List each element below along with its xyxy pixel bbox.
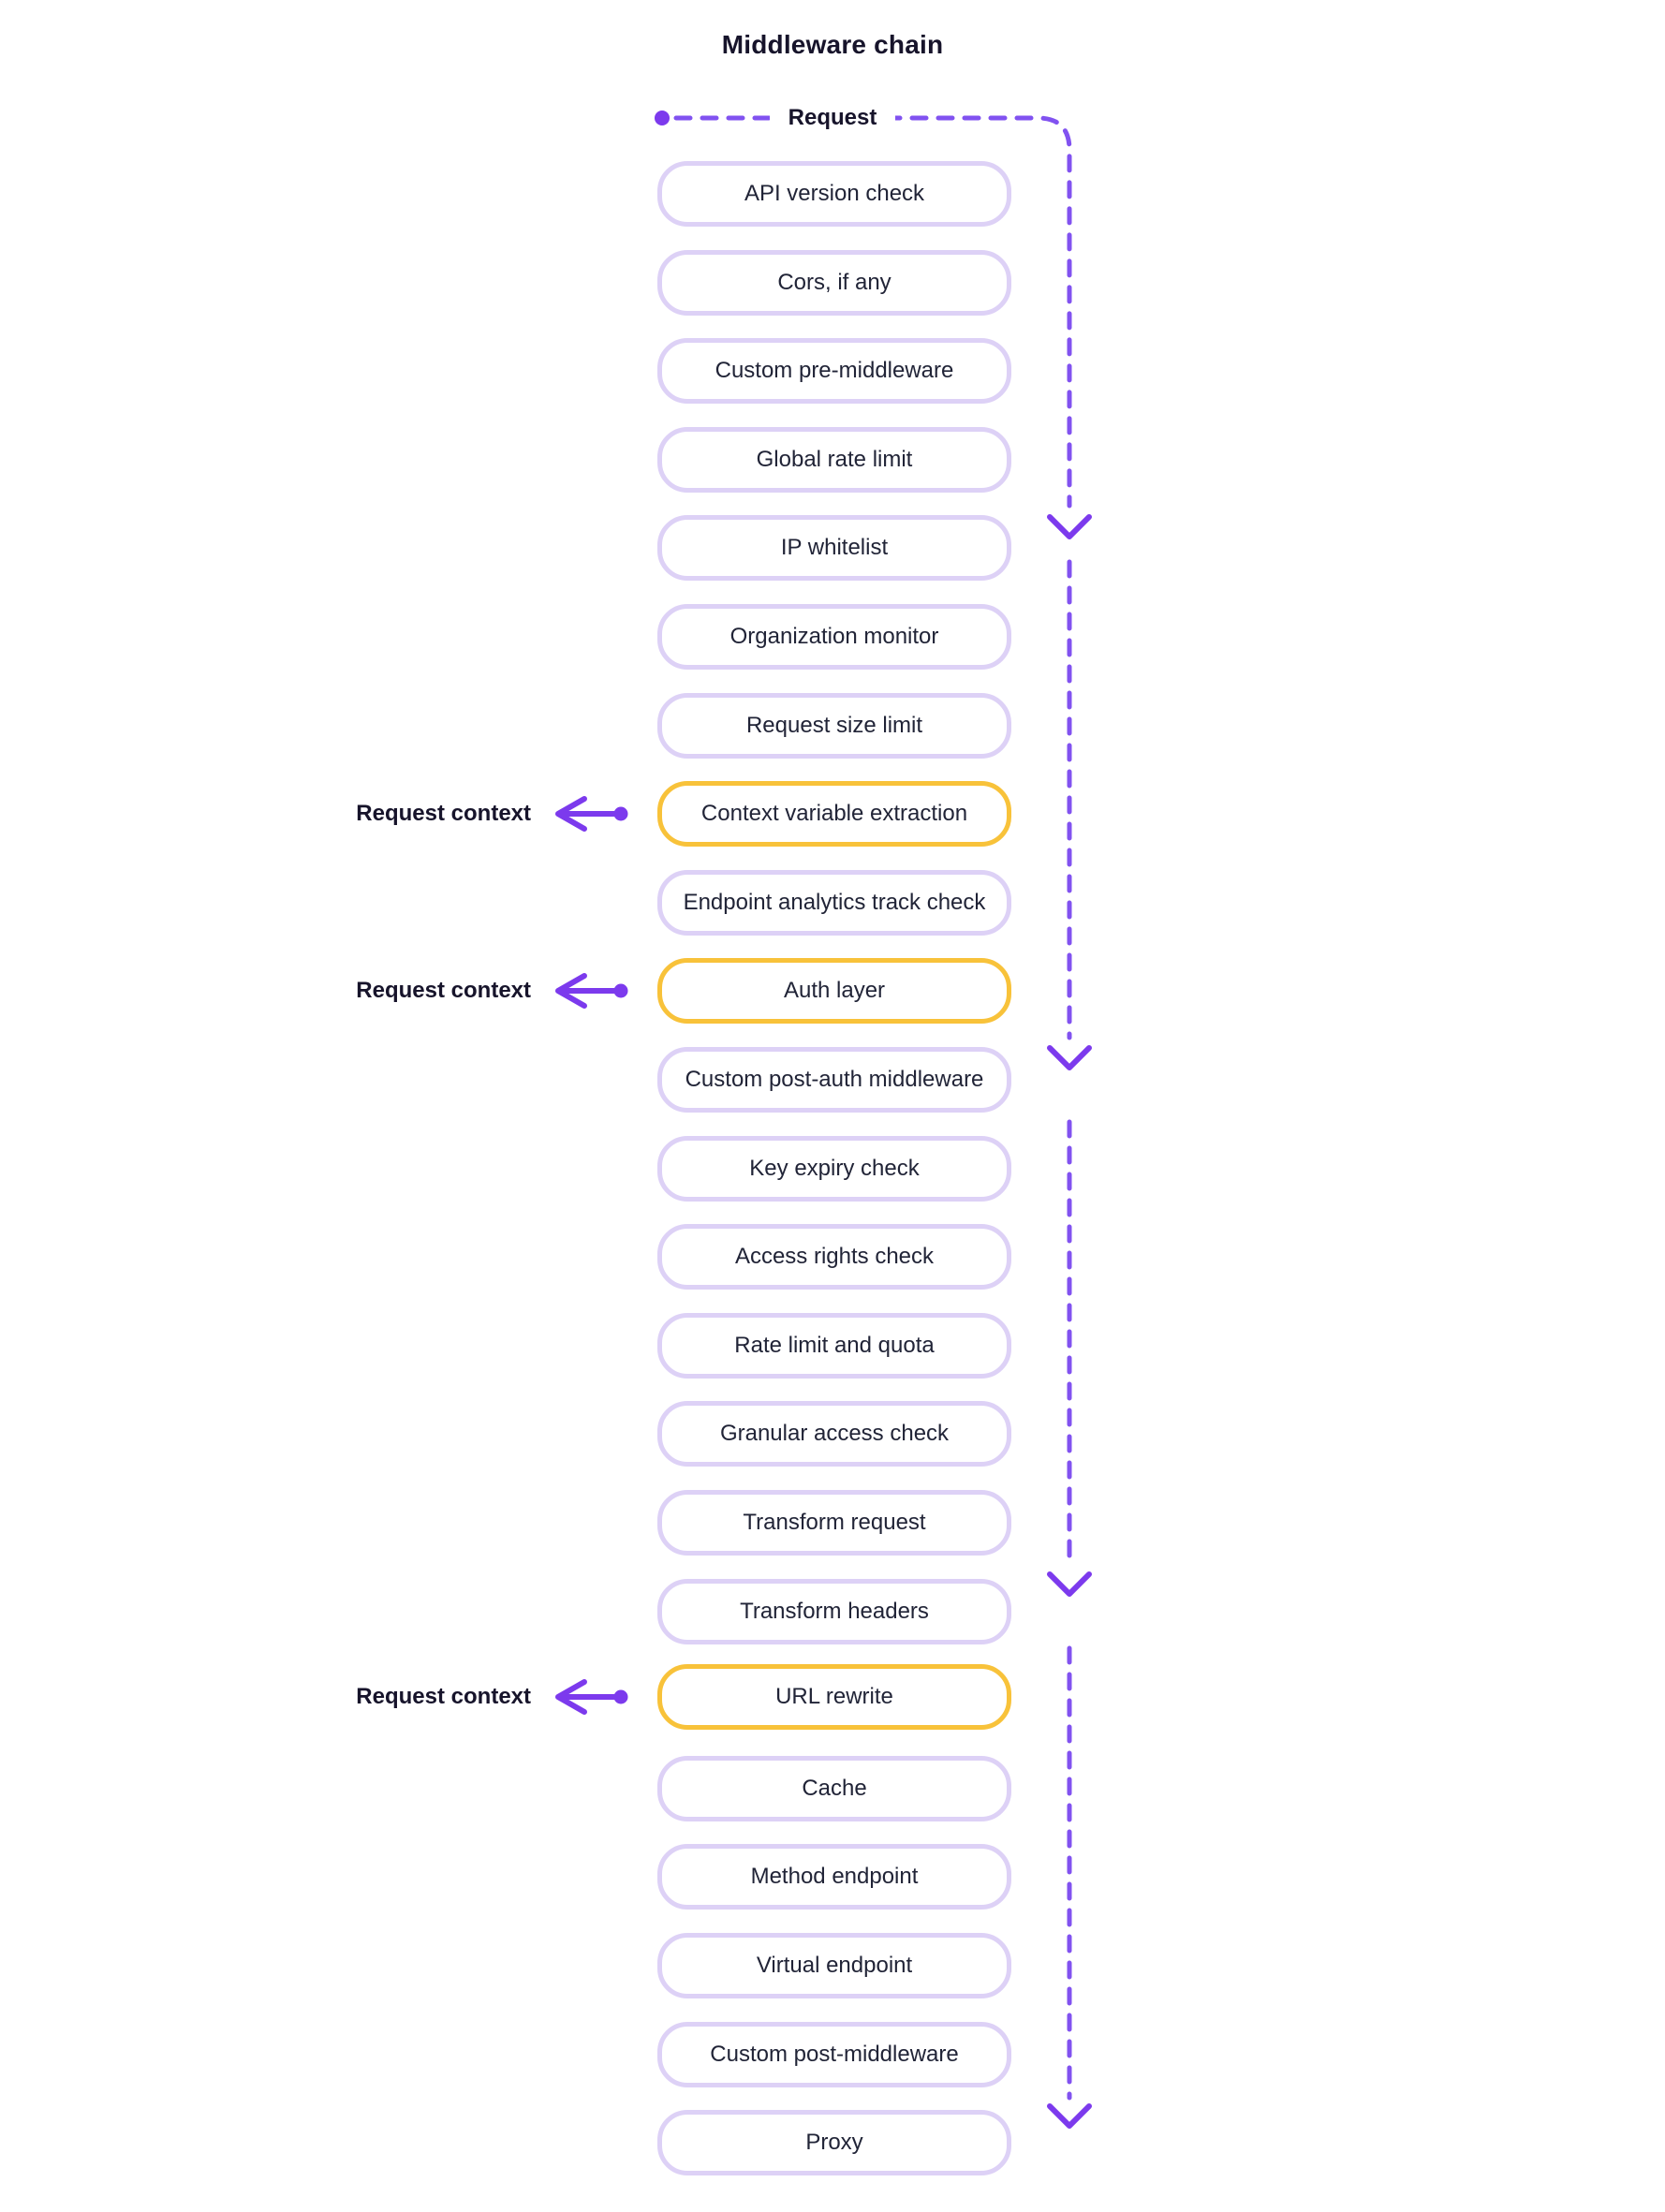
step-custom-pre-middleware: Custom pre-middleware [657,338,1011,404]
request-context-label: Request context [356,801,531,826]
step-organization-monitor: Organization monitor [657,604,1011,670]
step-cache: Cache [657,1756,1011,1821]
flow-start-dot [655,111,670,125]
step-proxy: Proxy [657,2110,1011,2175]
request-context-label: Request context [356,1684,531,1709]
step-api-version-check: API version check [657,161,1011,227]
down-arrow-icon [1047,1045,1092,1070]
step-access-rights-check: Access rights check [657,1224,1011,1290]
step-endpoint-analytics-track-check: Endpoint analytics track check [657,870,1011,936]
annotation-arrow [555,796,628,832]
step-key-expiry-check: Key expiry check [657,1136,1011,1202]
step-context-variable-extraction: Context variable extraction [657,781,1011,847]
left-arrow-icon [555,973,587,1009]
step-method-endpoint: Method endpoint [657,1844,1011,1910]
annotation-arrow [555,973,628,1009]
step-transform-request: Transform request [657,1490,1011,1556]
step-granular-access-check: Granular access check [657,1401,1011,1467]
step-request-size-limit: Request size limit [657,693,1011,759]
down-arrow-icon [1047,2103,1092,2129]
down-arrow-icon [1047,514,1092,539]
step-global-rate-limit: Global rate limit [657,427,1011,493]
left-arrow-icon [555,1679,587,1715]
request-context-label: Request context [356,978,531,1003]
down-arrow-icon [1047,1571,1092,1597]
step-virtual-endpoint: Virtual endpoint [657,1933,1011,1998]
page-title: Middleware chain [721,30,944,59]
step-cors: Cors, if any [657,250,1011,316]
step-auth-layer: Auth layer [657,958,1011,1024]
step-custom-post-auth-middleware: Custom post-auth middleware [657,1047,1011,1113]
step-custom-post-middleware: Custom post-middleware [657,2022,1011,2087]
annotation-arrow [555,1679,628,1715]
left-arrow-icon [555,796,587,832]
step-transform-headers: Transform headers [657,1579,1011,1644]
step-ip-whitelist: IP whitelist [657,515,1011,581]
request-label: Request [770,100,895,136]
step-url-rewrite: URL rewrite [657,1664,1011,1730]
step-rate-limit-and-quota: Rate limit and quota [657,1313,1011,1379]
